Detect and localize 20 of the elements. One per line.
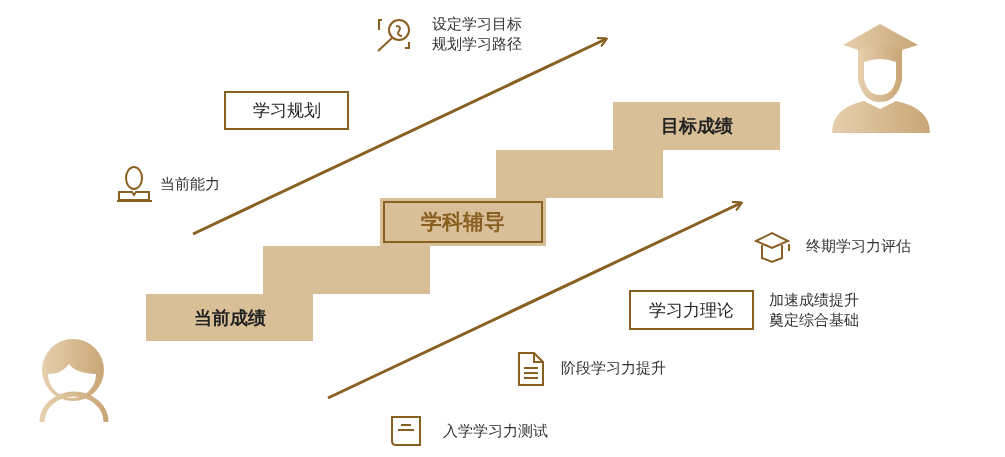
- label-box: [629, 290, 754, 330]
- step-label: 目标成绩: [660, 114, 733, 138]
- caption-text: 阶段学习力提升: [561, 359, 666, 378]
- caption-text: 入学学习力测试: [443, 422, 548, 441]
- step-label: 学习力理论: [649, 298, 734, 322]
- label-box: [224, 91, 349, 130]
- caption-text: 设定学习目标: [432, 15, 522, 34]
- step-label: 学科辅导: [421, 209, 505, 236]
- stair-step: [380, 198, 546, 246]
- caption-text: 终期学习力评估: [806, 237, 911, 256]
- step-label: 当前成绩: [193, 305, 266, 330]
- stair-step: [146, 294, 313, 341]
- caption-text: 规划学习路径: [432, 35, 522, 54]
- stair-step: [496, 150, 663, 198]
- stair-step: [263, 246, 430, 294]
- stair-step: [613, 102, 780, 150]
- caption-text: 当前能力: [160, 175, 220, 194]
- caption-text: 加速成绩提升: [769, 291, 859, 310]
- step-label: 学习规划: [252, 99, 321, 122]
- caption-text: 奠定综合基础: [769, 311, 859, 330]
